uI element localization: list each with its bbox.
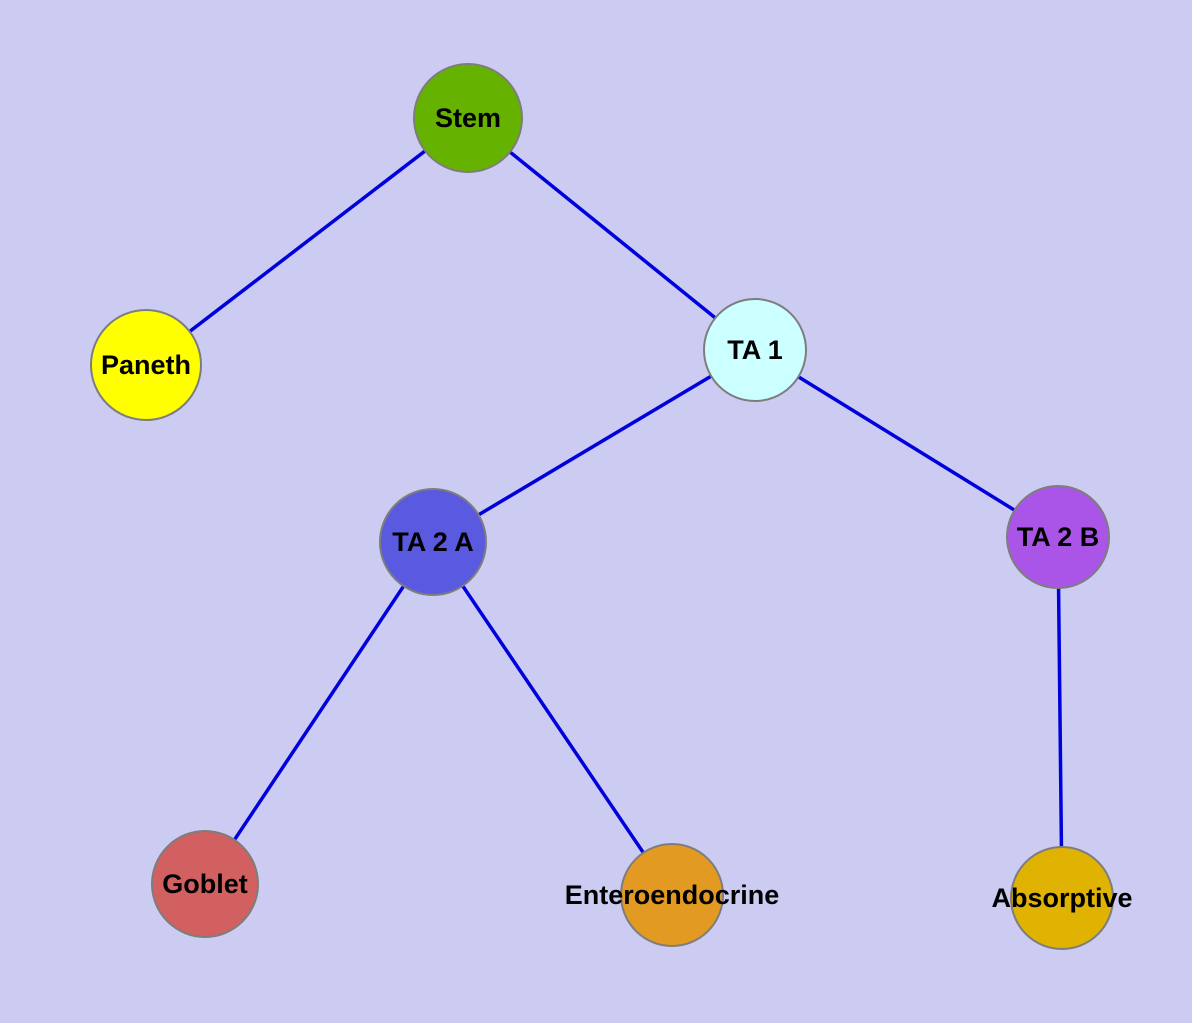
- node-circle-enteroendocrine[interactable]: [620, 843, 724, 947]
- node-circle-goblet[interactable]: [151, 830, 259, 938]
- edge-ta2a-goblet: [203, 540, 435, 886]
- node-circle-ta2a[interactable]: [379, 488, 487, 596]
- edge-ta2a-enteroendocrine: [431, 540, 674, 897]
- node-enteroendocrine[interactable]: Enteroendocrine: [565, 843, 780, 947]
- edges-layer: [144, 116, 1064, 900]
- node-circle-ta2b[interactable]: [1006, 485, 1110, 589]
- node-circle-absorptive[interactable]: [1010, 846, 1114, 950]
- node-ta1[interactable]: TA 1: [703, 298, 807, 402]
- node-ta2b[interactable]: TA 2 B: [1006, 485, 1110, 589]
- edge-stem-ta1: [466, 116, 757, 352]
- node-goblet[interactable]: Goblet: [151, 830, 259, 938]
- node-ta2a[interactable]: TA 2 A: [379, 488, 487, 596]
- node-paneth[interactable]: Paneth: [90, 309, 202, 421]
- edge-ta1-ta2b: [753, 348, 1060, 539]
- node-stem[interactable]: Stem: [413, 63, 523, 173]
- node-circle-paneth[interactable]: [90, 309, 202, 421]
- edge-ta2b-absorptive: [1056, 535, 1064, 900]
- node-absorptive[interactable]: Absorptive: [991, 846, 1133, 950]
- node-circle-ta1[interactable]: [703, 298, 807, 402]
- edge-stem-paneth: [144, 116, 470, 367]
- edge-ta1-ta2a: [431, 348, 757, 544]
- node-circle-stem[interactable]: [413, 63, 523, 173]
